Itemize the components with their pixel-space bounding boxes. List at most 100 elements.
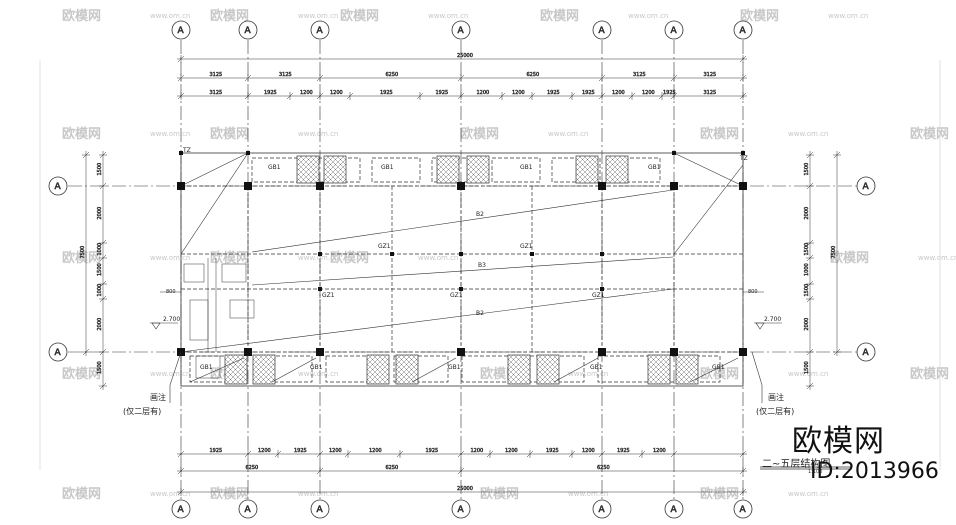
stair-opening-bottom-hatch — [366, 358, 390, 382]
stair-opening-top-hatch — [575, 167, 592, 184]
stair-opening-bottom-hatch — [675, 354, 697, 376]
watermark-url: www.om.cn — [568, 490, 608, 498]
dim-bottom-row1-label: 1200 — [505, 448, 518, 454]
axis-bubble — [856, 342, 876, 362]
stair-opening-bottom-hatch — [258, 367, 276, 385]
stair-opening-bottom-hatch — [686, 354, 699, 367]
stair-opening-top-hatch — [436, 162, 458, 184]
stair-opening-bottom-hatch — [366, 378, 373, 385]
dim-top-row2-label: 1200 — [512, 90, 525, 96]
stair-opening-top-hatch — [608, 155, 629, 176]
stair-opening-top-hatch — [436, 177, 443, 184]
stair-opening-bottom-hatch — [681, 367, 699, 385]
stair-opening-bottom-hatch — [507, 354, 514, 361]
slope-line — [251, 256, 674, 286]
stair-opening-bottom-hatch — [224, 354, 231, 361]
slope-line — [411, 357, 457, 383]
axis-bubble — [310, 499, 330, 519]
stair-opening-bottom-hatch — [252, 354, 259, 361]
stair-opening-bottom-hatch — [507, 354, 524, 371]
stair-opening-bottom-hatch — [224, 354, 236, 366]
stair-opening-bottom — [675, 354, 699, 385]
stair-opening-bottom-hatch — [675, 354, 687, 366]
stair-opening-bottom-hatch — [224, 354, 241, 371]
watermark-logo: 欧模网 — [210, 486, 249, 502]
axis-bubble — [238, 20, 258, 40]
stair-opening-top — [436, 155, 460, 184]
stair-opening-bottom-hatch — [252, 354, 274, 376]
stair-opening-top — [575, 155, 599, 184]
column — [457, 348, 465, 356]
watermark-logo: 欧模网 — [740, 8, 779, 24]
stair-opening-bottom-hatch — [663, 377, 671, 385]
stair-opening-top-hatch — [593, 178, 599, 184]
stair-opening-top-hatch — [299, 155, 320, 176]
stair-opening-top-hatch — [309, 155, 320, 166]
stair-opening-top-hatch — [575, 157, 599, 181]
stair-opening-top-hatch — [593, 155, 599, 161]
slope-line — [180, 152, 249, 187]
stair-opening-top-hatch — [575, 155, 592, 172]
stair-opening-bottom-hatch — [696, 354, 699, 357]
watermark-logo: 欧模网 — [210, 126, 249, 142]
stair-opening-top-hatch — [575, 155, 597, 177]
stair-opening-top-hatch — [296, 155, 318, 177]
axis-bubble — [592, 499, 612, 519]
axis-bubble-label: A — [178, 505, 185, 515]
stair-opening-bottom-hatch — [366, 363, 388, 385]
stair-opening-bottom-hatch — [518, 354, 531, 367]
stair-opening-top-hatch — [469, 163, 490, 184]
stair-opening-top-hatch — [613, 168, 629, 184]
watermark-url: www.om.cn — [788, 130, 828, 138]
stair-opening-top-hatch — [623, 178, 629, 184]
stair-opening-top — [323, 155, 347, 184]
gb-label-1: GB1 — [268, 164, 281, 171]
bottom-strip-panel — [393, 355, 449, 383]
stair-opening-bottom-hatch — [396, 354, 419, 377]
stair-opening-top-hatch — [466, 155, 483, 172]
dim-bottom-row1-label: 1200 — [582, 448, 595, 454]
stair-opening-top-hatch — [296, 155, 303, 162]
gz1-label-4: GZ1 — [450, 292, 463, 299]
stair-opening-bottom-hatch — [537, 354, 560, 377]
stair-opening-bottom-hatch — [416, 354, 419, 357]
stair-opening-top-frame — [296, 155, 320, 184]
stair-opening-bottom-hatch — [691, 354, 699, 362]
dim-right-outer-label: 7500 — [831, 246, 837, 259]
stair-opening-bottom-hatch — [382, 354, 390, 362]
stair-opening-bottom-hatch — [536, 368, 553, 385]
stair-opening-top-hatch — [469, 155, 490, 176]
stair-opening-top-hatch — [439, 155, 460, 176]
stair-opening-top-hatch — [605, 162, 627, 184]
stair-opening-bottom-hatch — [224, 354, 246, 376]
stair-opening-bottom-frame — [507, 354, 531, 385]
stair-opening-top-hatch — [323, 155, 340, 172]
stair-opening-bottom-hatch — [252, 357, 276, 381]
stair-opening-top-hatch — [605, 158, 629, 182]
dim-left-inner-label: 1000 — [97, 243, 103, 256]
axis-bubble-label: A — [599, 505, 606, 515]
stair-opening-top-hatch — [314, 155, 320, 161]
stair-opening-bottom-hatch — [263, 354, 276, 367]
stair-opening-bottom-hatch — [252, 373, 264, 385]
axis-bubble-label: A — [740, 26, 747, 36]
side-notes: 画注 (仅二层有) 画注 (仅二层有) — [123, 392, 794, 416]
dim-bottom-row1-label: 1925 — [294, 448, 307, 454]
stair-opening-bottom-frame — [366, 354, 390, 385]
gb-label-8: GB1 — [590, 364, 603, 371]
stair-opening-top-hatch — [575, 172, 587, 184]
dim-right-inner-label: 1500 — [804, 361, 810, 374]
stair-opening-top-hatch — [605, 177, 612, 184]
axis-bubble-label: A — [317, 26, 324, 36]
watermark-url: www.om.cn — [418, 254, 458, 262]
stair-opening-bottom-hatch — [230, 367, 248, 385]
stair-opening-bottom-hatch — [258, 354, 276, 372]
stair-opening-top-hatch — [444, 155, 460, 171]
stair-opening-bottom-hatch — [647, 357, 671, 381]
gz1-label-3: GZ1 — [322, 292, 335, 299]
stair-opening-top-hatch — [436, 155, 458, 177]
stair-opening-bottom-hatch — [252, 354, 269, 371]
drawing-scale: 1:100 — [808, 469, 823, 475]
stair-opening-bottom-hatch — [366, 373, 378, 385]
stair-opening-bottom-hatch — [675, 357, 699, 381]
